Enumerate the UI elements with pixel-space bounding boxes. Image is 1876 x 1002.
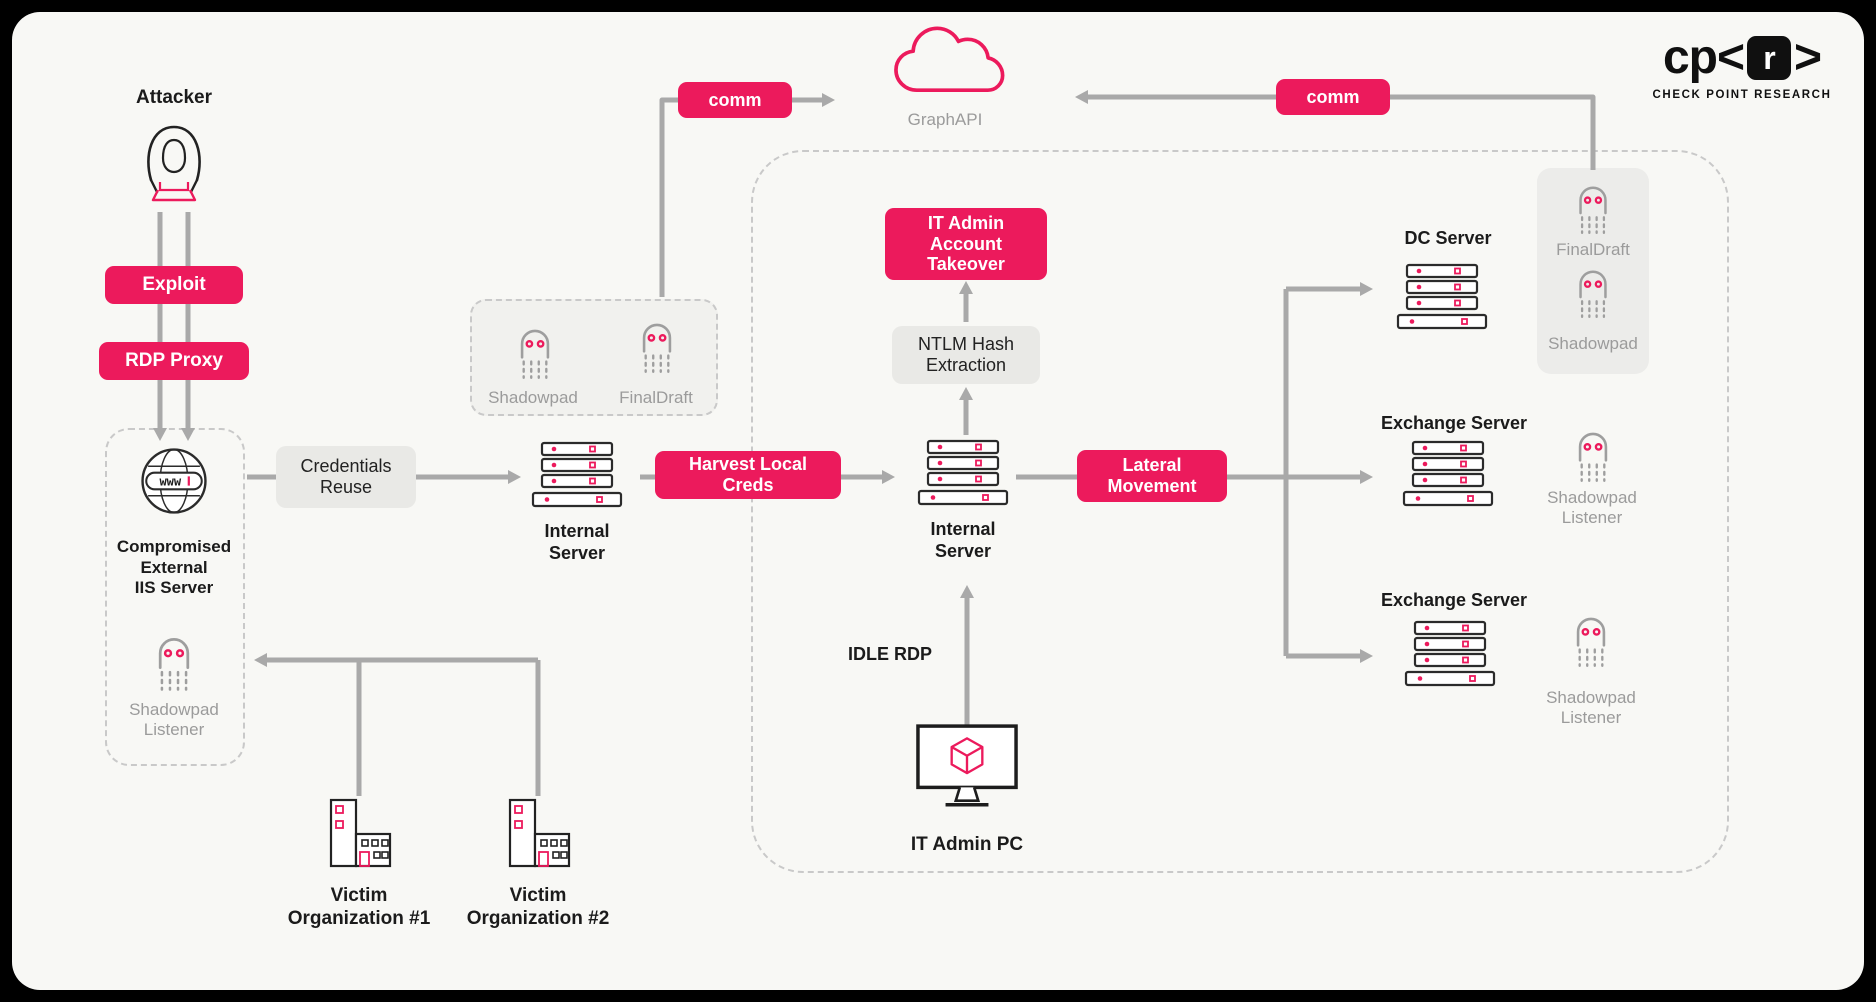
- credentials-reuse-box: Credentials Reuse: [276, 446, 416, 508]
- victim-org-2-label: Victim Organization #2: [466, 885, 610, 930]
- harvest-local-creds-chip: Harvest Local Creds: [655, 451, 841, 499]
- check-point-research-logo: cp<r> CHECK POINT RESEARCH: [1644, 31, 1840, 102]
- ntlm-hash-extraction-box: NTLM Hash Extraction: [892, 326, 1040, 384]
- internal-server-1-icon: [524, 441, 630, 513]
- cpr-wordmark: cp<r>: [1662, 31, 1822, 84]
- finaldraft-dc-label: FinalDraft: [1556, 240, 1630, 259]
- it-admin-pc-icon: [905, 722, 1029, 816]
- cpr-cp-text: cp: [1662, 31, 1718, 84]
- cpr-open-bracket: <: [1716, 31, 1745, 84]
- exchange-2-listener-ghost-icon: [1568, 613, 1614, 669]
- implants-box-internal-server: [470, 299, 718, 416]
- graphapi-label: GraphAPI: [907, 110, 983, 129]
- cloud-icon: [883, 24, 1007, 100]
- finaldraft-label: FinalDraft: [619, 388, 693, 407]
- idle-rdp-label: IDLE RDP: [847, 644, 932, 664]
- attacker-label: Attacker: [135, 87, 213, 108]
- exchange-server-2-label: Exchange Server: [1380, 590, 1528, 610]
- it-admin-pc-label: IT Admin PC: [910, 834, 1024, 855]
- lateral-movement-chip: Lateral Movement: [1077, 450, 1227, 502]
- victim-org-1-label: Victim Organization #1: [287, 885, 431, 930]
- globe-www-icon: [137, 444, 211, 518]
- internal-server-1-label: Internal Server: [544, 521, 610, 563]
- exploit-chip: Exploit: [105, 266, 243, 304]
- comm-left-chip: comm: [678, 82, 792, 118]
- exchange-1-listener-label: Shadowpad Listener: [1547, 488, 1637, 528]
- comm-right-chip: comm: [1276, 79, 1390, 115]
- exchange-1-listener-ghost-icon: [1570, 428, 1616, 484]
- shadowpad-listener-label: Shadowpad Listener: [129, 700, 219, 740]
- shadowpad-ghost-icon: [513, 325, 557, 381]
- rdp-proxy-chip: RDP Proxy: [99, 342, 249, 380]
- finaldraft-dc-ghost-icon: [1571, 182, 1615, 236]
- victim-org-1-building-icon: [317, 796, 403, 870]
- exchange-2-listener-label: Shadowpad Listener: [1546, 688, 1636, 728]
- exchange-server-2-icon: [1397, 620, 1503, 692]
- exchange-server-1-label: Exchange Server: [1380, 413, 1528, 433]
- iis-server-group-box: [105, 428, 245, 766]
- cpr-close-bracket: >: [1794, 31, 1822, 84]
- victim-org-2-building-icon: [496, 796, 582, 870]
- attacker-icon: [132, 118, 216, 210]
- shadowpad-dc-label: Shadowpad: [1548, 334, 1638, 353]
- exchange-server-1-icon: [1395, 440, 1501, 512]
- iis-server-label: Compromised External IIS Server: [116, 537, 232, 598]
- dc-server-label: DC Server: [1404, 228, 1492, 248]
- internal-server-2-icon: [910, 439, 1016, 511]
- shadowpad-label: Shadowpad: [488, 388, 578, 407]
- finaldraft-ghost-icon: [635, 319, 679, 375]
- cpr-r-tile: r: [1747, 36, 1791, 80]
- it-admin-account-takeover-chip: IT Admin Account Takeover: [885, 208, 1047, 280]
- shadowpad-dc-ghost-icon: [1571, 266, 1615, 320]
- dc-server-icon: [1389, 263, 1495, 335]
- cpr-subtitle: CHECK POINT RESEARCH: [1652, 89, 1832, 101]
- internal-server-2-label: Internal Server: [930, 519, 996, 561]
- shadowpad-listener-ghost-icon: [151, 633, 197, 693]
